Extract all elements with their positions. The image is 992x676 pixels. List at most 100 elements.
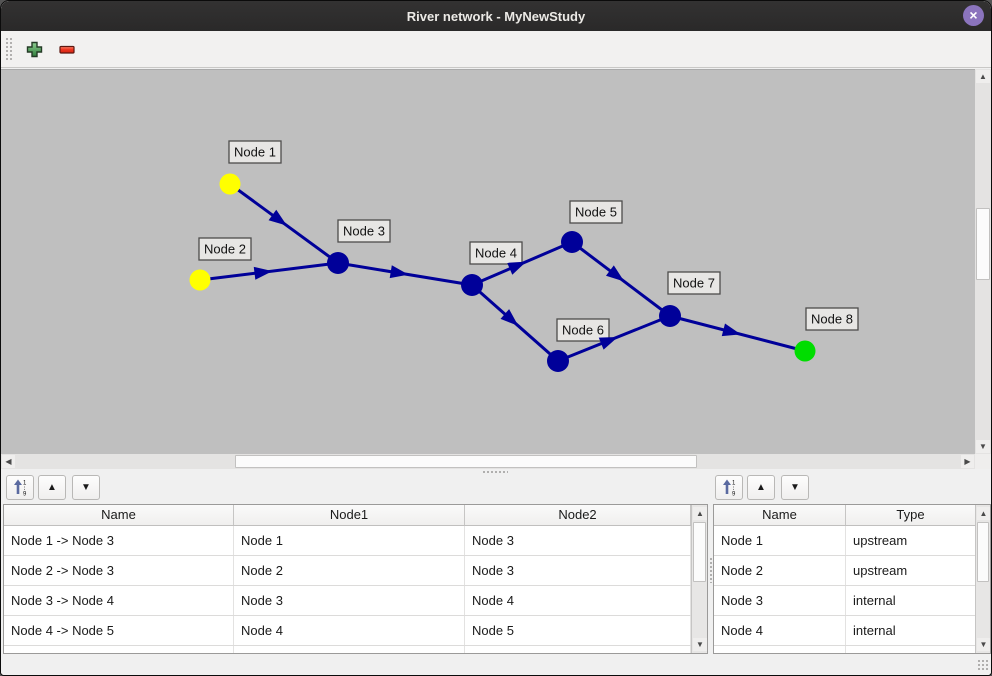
scroll-down-button[interactable]: ▼ bbox=[976, 440, 990, 453]
flow-arrow-icon bbox=[605, 265, 625, 282]
svg-text:Node 2: Node 2 bbox=[204, 242, 246, 257]
flow-arrow-icon bbox=[507, 261, 527, 275]
vertical-scroll-thumb[interactable] bbox=[693, 522, 706, 582]
nodes-sort-button[interactable]: 1 9 bbox=[715, 475, 743, 500]
node-label: Node 8 bbox=[805, 307, 859, 331]
table-row[interactable] bbox=[714, 646, 990, 653]
sort-ascending-icon: 1 9 bbox=[14, 479, 27, 496]
window-title: River network - MyNewStudy bbox=[406, 8, 586, 24]
table-cell: Node 3 -> Node 4 bbox=[4, 586, 234, 615]
arrow-down-icon: ▼ bbox=[979, 639, 988, 649]
svg-text:1: 1 bbox=[23, 481, 27, 487]
column-header[interactable]: Type bbox=[846, 505, 976, 525]
flow-arrow-icon bbox=[500, 309, 519, 326]
node-label: Node 7 bbox=[667, 271, 721, 295]
network-node[interactable] bbox=[547, 350, 569, 372]
arrow-down-icon: ▼ bbox=[81, 482, 91, 493]
svg-text:Node 5: Node 5 bbox=[575, 205, 617, 220]
column-header[interactable]: Name bbox=[714, 505, 846, 525]
canvas-vertical-scrollbar[interactable]: ▲ ▼ bbox=[975, 69, 991, 454]
nodes-table-scrollbar[interactable]: ▲ ▼ bbox=[975, 505, 990, 653]
arrow-left-icon: ◀ bbox=[5, 456, 12, 466]
scroll-up-button[interactable]: ▲ bbox=[977, 507, 990, 520]
table-cell: internal bbox=[846, 616, 976, 645]
svg-text:Node 6: Node 6 bbox=[562, 323, 604, 338]
table-cell: Node 2 -> Node 3 bbox=[4, 556, 234, 585]
svg-text:Node 7: Node 7 bbox=[673, 276, 715, 291]
scroll-up-button[interactable]: ▲ bbox=[976, 70, 990, 83]
close-button[interactable]: × bbox=[963, 5, 984, 26]
table-cell: Node 1 -> Node 3 bbox=[4, 526, 234, 555]
horizontal-scroll-thumb[interactable] bbox=[235, 455, 697, 468]
table-cell bbox=[4, 646, 234, 653]
toolbar-drag-handle[interactable] bbox=[5, 37, 12, 61]
scroll-up-button[interactable]: ▲ bbox=[693, 507, 707, 520]
network-node[interactable] bbox=[327, 252, 349, 274]
network-node[interactable] bbox=[794, 340, 816, 362]
scroll-right-button[interactable]: ▶ bbox=[961, 455, 974, 468]
reaches-move-up-button[interactable]: ▲ bbox=[38, 475, 66, 500]
network-node[interactable] bbox=[189, 269, 211, 291]
arrow-up-icon: ▲ bbox=[979, 71, 987, 81]
table-cell: Node 2 bbox=[234, 556, 465, 585]
window-resize-grip[interactable] bbox=[977, 659, 989, 671]
table-cell: Node 4 bbox=[714, 616, 846, 645]
table-cell: Node 3 bbox=[465, 526, 691, 555]
table-cell bbox=[846, 646, 976, 653]
vertical-scroll-thumb[interactable] bbox=[977, 522, 989, 582]
remove-button[interactable] bbox=[55, 37, 79, 61]
network-node[interactable] bbox=[561, 231, 583, 253]
node-label: Node 2 bbox=[198, 237, 252, 261]
table-cell: upstream bbox=[846, 556, 976, 585]
titlebar: River network - MyNewStudy × bbox=[1, 1, 991, 31]
node-label: Node 1 bbox=[228, 140, 282, 164]
svg-text:Node 4: Node 4 bbox=[475, 246, 517, 261]
network-node[interactable] bbox=[461, 274, 483, 296]
close-icon: × bbox=[969, 7, 978, 23]
column-header[interactable]: Name bbox=[4, 505, 234, 525]
svg-text:Node 1: Node 1 bbox=[234, 145, 276, 160]
reaches-table-scrollbar[interactable]: ▲ ▼ bbox=[691, 505, 707, 653]
svg-text:9: 9 bbox=[732, 492, 736, 497]
column-header[interactable]: Node2 bbox=[465, 505, 691, 525]
table-cell: Node 4 bbox=[234, 616, 465, 645]
nodes-move-up-button[interactable]: ▲ bbox=[747, 475, 775, 500]
scroll-left-button[interactable]: ◀ bbox=[2, 455, 15, 468]
reaches-move-down-button[interactable]: ▼ bbox=[72, 475, 100, 500]
node-label: Node 6 bbox=[556, 318, 610, 342]
canvas-horizontal-scrollbar[interactable]: ◀ ▶ bbox=[1, 454, 975, 469]
flow-arrow-icon bbox=[598, 336, 618, 350]
vertical-splitter-handle[interactable] bbox=[709, 557, 713, 583]
nodes-move-down-button[interactable]: ▼ bbox=[781, 475, 809, 500]
reaches-sort-button[interactable]: 1 9 bbox=[6, 475, 34, 500]
network-node[interactable] bbox=[219, 173, 241, 195]
arrow-down-icon: ▼ bbox=[696, 639, 704, 649]
table-cell: Node 4 -> Node 5 bbox=[4, 616, 234, 645]
node-label: Node 4 bbox=[469, 241, 523, 265]
table-cell: Node 2 bbox=[714, 556, 846, 585]
main-toolbar bbox=[1, 31, 991, 68]
svg-text:1: 1 bbox=[732, 481, 736, 487]
sort-ascending-icon: 1 9 bbox=[723, 479, 736, 497]
scroll-down-button[interactable]: ▼ bbox=[977, 638, 990, 651]
table-row[interactable] bbox=[4, 646, 707, 653]
table-cell: Node 1 bbox=[714, 526, 846, 555]
column-header[interactable]: Node1 bbox=[234, 505, 465, 525]
minus-icon bbox=[59, 45, 75, 54]
network-node[interactable] bbox=[659, 305, 681, 327]
scroll-down-button[interactable]: ▼ bbox=[693, 638, 707, 651]
vertical-scroll-thumb[interactable] bbox=[976, 208, 990, 280]
horizontal-splitter-handle[interactable] bbox=[482, 470, 508, 474]
add-button[interactable] bbox=[22, 37, 46, 61]
